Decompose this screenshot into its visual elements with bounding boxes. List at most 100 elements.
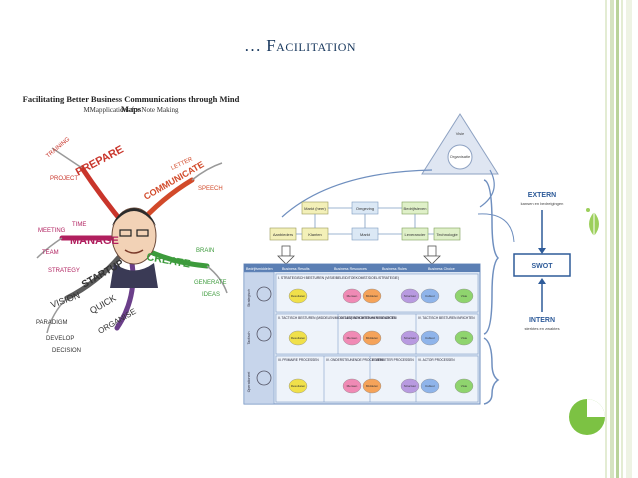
node-bedrijfsleven: Bedrijfsleven xyxy=(404,206,427,211)
intern-sub: sterktes en zwaktes xyxy=(524,326,559,331)
leaf-icon xyxy=(586,208,599,236)
mindmap-drawing: PREPARE COMMUNICATE MANAGE CREATE STARTU… xyxy=(36,136,228,354)
row3-header-a: III. PRIMAIRE PROCESSEN xyxy=(278,358,319,362)
row1-header: I. STRATEGISCH BESTUREN (VISIE/BELEID/TO… xyxy=(278,276,399,280)
oval-label-mensen: Mensen xyxy=(347,294,358,298)
node-markt-heer: Markt (heer) xyxy=(304,206,326,211)
business-model-diagram: Visie Organisatie Markt (heer) Omgeving … xyxy=(242,102,610,412)
oval-mensen xyxy=(342,288,362,304)
word-strategy: STRATEGY xyxy=(48,268,80,274)
word-develop: DEVELOP xyxy=(46,336,74,342)
row3-header-b: IV. ONDERSTEUNENDE PROCESSEN xyxy=(326,358,383,362)
oval-label-mensen: Mensen xyxy=(347,336,358,340)
oval-structuur xyxy=(400,330,420,346)
word-meeting: MEETING xyxy=(38,228,66,234)
node-markt: Markt xyxy=(360,232,371,237)
header-rules: Business Rules xyxy=(382,267,407,271)
oval-label-visie: Visie xyxy=(461,294,468,298)
branch-manage: MANAGE xyxy=(70,235,119,247)
mindmap-subtitle: MMapplications for Note Making xyxy=(83,106,179,114)
oval-label-middelen: Middelen xyxy=(366,294,379,298)
pyramid-center-label: Organisatie xyxy=(450,154,471,159)
extern-label: EXTERN xyxy=(528,192,556,199)
oval-structuur xyxy=(400,288,420,304)
decor-bar-2 xyxy=(610,0,614,478)
oval-label-resultaten: Resultaten xyxy=(291,336,306,340)
oval-label-cultuur: Cultuur xyxy=(425,384,435,388)
oval-label-structuur: Structuur xyxy=(404,336,416,340)
mindmap-title: Facilitating Better Business Communicati… xyxy=(22,94,240,114)
oval-mensen xyxy=(342,378,362,394)
word-team: TEAM xyxy=(42,250,59,256)
oval-label-structuur: Structuur xyxy=(404,384,416,388)
header-resources: Business Resources xyxy=(334,267,367,271)
oval-middelen xyxy=(362,330,382,346)
oval-middelen xyxy=(362,288,382,304)
oval-middelen xyxy=(362,378,382,394)
oval-label-cultuur: Cultuur xyxy=(425,294,435,298)
oval-label-middelen: Middelen xyxy=(366,336,379,340)
node-technologie: Technologie xyxy=(436,232,458,237)
word-brain: BRAIN xyxy=(196,248,214,254)
word-speech: SPEECH xyxy=(198,186,223,192)
oval-resultaten xyxy=(288,288,308,304)
oval-cultuur xyxy=(420,288,440,304)
row2-header-a: II. TACTISCH BESTUREN (MIDDELEN/MIDDELEN… xyxy=(278,316,396,320)
word-project: PROJECT xyxy=(50,176,78,182)
swot-label: SWOT xyxy=(532,263,554,270)
row-label-tactisch: Tactisch xyxy=(247,332,251,345)
oval-resultaten xyxy=(288,330,308,346)
word-generate: GENERATE xyxy=(194,280,227,286)
branch-prepare: PREPARE xyxy=(74,143,126,178)
branch-quick: QUICK xyxy=(88,293,118,316)
business-model-svg: Visie Organisatie Markt (heer) Omgeving … xyxy=(243,113,571,405)
node-aanbieders: Aanbieders xyxy=(273,232,293,237)
oval-label-visie: Visie xyxy=(461,384,468,388)
word-ideas: IDEAS xyxy=(202,292,220,298)
oval-label-middelen: Middelen xyxy=(366,384,379,388)
pie-decoration-icon xyxy=(569,399,605,435)
oval-label-mensen: Mensen xyxy=(347,384,358,388)
decor-bar-4 xyxy=(621,0,623,478)
oval-label-visie: Visie xyxy=(461,336,468,340)
decor-bar-3 xyxy=(616,0,619,478)
oval-cultuur xyxy=(420,378,440,394)
header-results: Business Results xyxy=(282,267,310,271)
row-label-operationeel: Operationeel xyxy=(247,372,251,393)
decor-bar-1 xyxy=(605,0,607,478)
node-klanten: Klanten xyxy=(308,232,322,237)
node-omgeving: Omgeving xyxy=(356,206,374,211)
row3-header-d: VI. ACTOR PROCESSEN xyxy=(418,358,455,362)
pyramid-top-label: Visie xyxy=(456,131,465,136)
node-leverancier: Leverancier xyxy=(405,232,427,237)
header-bedrijfsmiddelen: Bedrijfsmiddelen xyxy=(246,267,273,271)
word-training: TRAINING xyxy=(45,136,71,159)
oval-label-cultuur: Cultuur xyxy=(425,336,435,340)
header-choice: Business Choice xyxy=(428,267,455,271)
row3-header-c: V. VERBETER PROCESSEN xyxy=(372,358,414,362)
branch-organise: ORGANISE xyxy=(97,307,138,336)
oval-structuur xyxy=(400,378,420,394)
oval-resultaten xyxy=(288,378,308,394)
row2-header-b: III. TACTISCH BESTUREN INRICHTEN xyxy=(340,316,397,320)
branch-vision: VISION xyxy=(49,290,81,310)
extern-sub: kansen en bedreigingen xyxy=(521,201,564,206)
word-time: TIME xyxy=(72,222,86,228)
row-label-strategisch: Strategisch xyxy=(247,289,251,307)
oval-visie xyxy=(454,378,474,394)
oval-cultuur xyxy=(420,330,440,346)
oval-label-resultaten: Resultaten xyxy=(291,384,306,388)
oval-label-structuur: Structuur xyxy=(404,294,416,298)
mindmap-image: Facilitating Better Business Communicati… xyxy=(22,88,240,360)
oval-visie xyxy=(454,330,474,346)
oval-visie xyxy=(454,288,474,304)
oval-label-resultaten: Resultaten xyxy=(291,294,306,298)
oval-mensen xyxy=(342,330,362,346)
intern-label: INTERN xyxy=(529,317,555,324)
slide-title: … Facilitation xyxy=(243,36,357,55)
row2-header-c: IV. TACTISCH BESTUREN INRICHTEN xyxy=(418,316,475,320)
decor-bar-5 xyxy=(626,0,632,478)
word-paradigm: PARADIGM xyxy=(36,320,68,326)
word-decision: DECISION xyxy=(52,348,81,354)
